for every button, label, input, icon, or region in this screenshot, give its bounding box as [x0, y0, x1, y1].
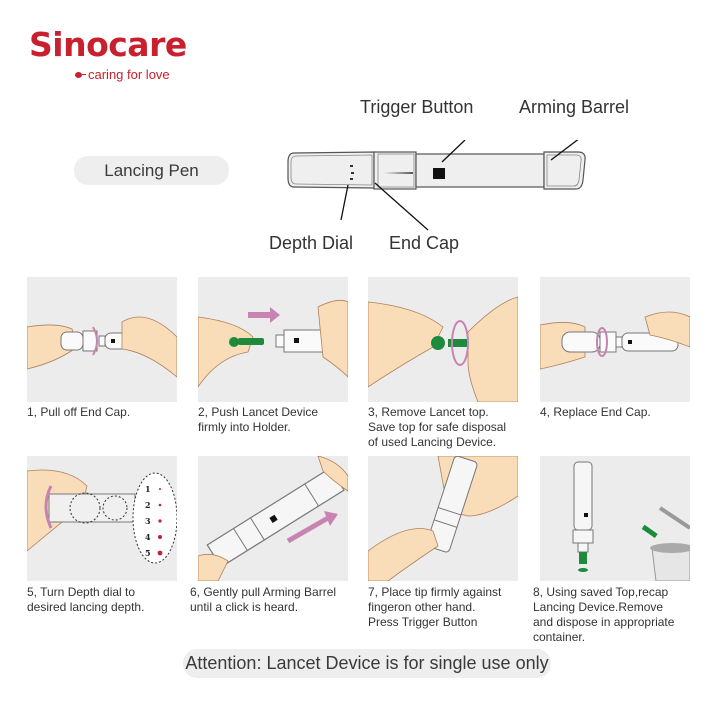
step-5-caption: 5, Turn Depth dial to desired lancing de… [27, 585, 145, 614]
label-depth-dial: Depth Dial [269, 233, 354, 253]
step-6-caption: 6, Gently pull Arming Barrel until a cli… [190, 585, 337, 614]
brand-logo: Sinocare caring for love [29, 25, 187, 83]
svg-text:4: 4 [145, 532, 151, 542]
label-arming-barrel: Arming Barrel [519, 97, 630, 117]
step-4-illustration [540, 277, 690, 402]
label-end-cap: End Cap [389, 233, 460, 253]
step-7-illustration [368, 456, 518, 581]
step-3-caption: 3, Remove Lancet top. Save top for safe … [368, 405, 507, 449]
lancing-pen-diagram [287, 140, 586, 231]
tagline-text: caring for love [88, 67, 170, 82]
svg-text:1: 1 [145, 484, 151, 494]
step-2-illustration [198, 277, 348, 402]
step-5-illustration: 1 2 3 4 5 [27, 456, 177, 581]
step-8-illustration [540, 456, 690, 581]
drop-icon [75, 71, 86, 78]
step-3-illustration [368, 277, 518, 402]
step-2-caption: 2, Push Lancet Device firmly into Holder… [198, 405, 319, 434]
svg-text:3: 3 [145, 516, 151, 526]
step-1-caption: 1, Pull off End Cap. [27, 405, 131, 419]
step-4-caption: 4, Replace End Cap. [540, 405, 651, 419]
brand-name: Sinocare [29, 25, 187, 64]
step-6-illustration [198, 456, 348, 581]
attention-notice: Attention: Lancet Device is for single u… [183, 649, 551, 678]
lancing-pen-title: Lancing Pen [74, 156, 229, 185]
label-trigger-button: Trigger Button [360, 97, 474, 117]
svg-text:5: 5 [145, 548, 151, 558]
step-8-caption: 8, Using saved Top,recap Lancing Device.… [533, 585, 675, 644]
step-1-illustration [27, 277, 177, 402]
brand-tagline: caring for love [75, 67, 170, 82]
svg-text:2: 2 [145, 500, 151, 510]
step-7-caption: 7, Place tip firmly against fingeron oth… [368, 585, 502, 629]
